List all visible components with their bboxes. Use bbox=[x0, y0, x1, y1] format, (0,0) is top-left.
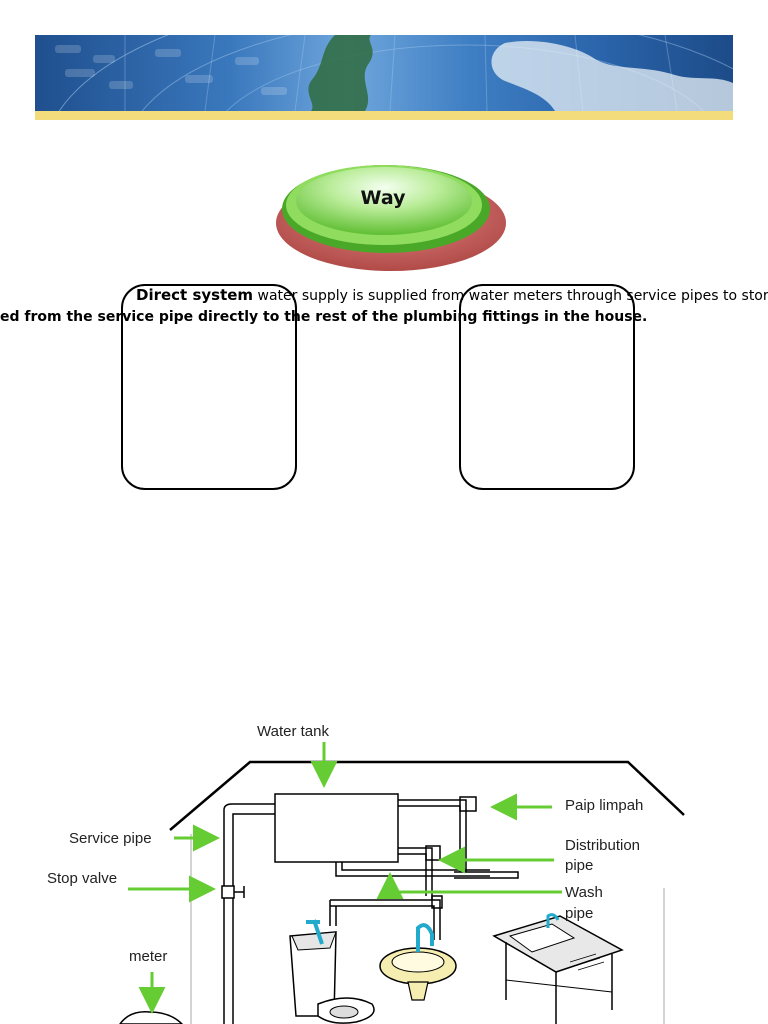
paip-limpah-label: Paip limpah bbox=[565, 797, 643, 814]
plumbing-diagram: Water tank Paip limpah Service pipe Dist… bbox=[47, 723, 685, 1024]
banner-strip bbox=[35, 111, 733, 120]
water-tank bbox=[274, 793, 399, 863]
distribution-label-2: pipe bbox=[565, 857, 593, 874]
wall-basin-icon bbox=[289, 919, 337, 1017]
squat-toilet-icon bbox=[317, 997, 375, 1024]
description-line-2: ed from the service pipe directly to the… bbox=[0, 309, 648, 325]
right-empty-box bbox=[459, 284, 635, 490]
description-line-1: Direct system water supply is supplied f… bbox=[136, 286, 768, 304]
globe-map-icon bbox=[55, 35, 733, 111]
stop-valve-label: Stop valve bbox=[47, 870, 117, 887]
direct-system-keyword: Direct system bbox=[136, 286, 254, 304]
pedestal-basin-icon bbox=[379, 923, 457, 1001]
left-empty-box bbox=[121, 284, 297, 490]
way-button[interactable]: Way bbox=[276, 165, 508, 275]
water-tank-label: Water tank bbox=[257, 723, 329, 740]
meter-icon bbox=[119, 1011, 184, 1024]
roof-outline bbox=[169, 760, 685, 831]
stop-valve-icon bbox=[221, 885, 245, 899]
way-button-shape bbox=[276, 165, 506, 271]
globe-map-banner bbox=[35, 35, 733, 111]
wash-label-1: Wash bbox=[565, 884, 603, 901]
kitchen-sink-icon bbox=[492, 913, 624, 1024]
description-line-1-text: water supply is supplied from water mete… bbox=[253, 288, 768, 304]
meter-label: meter bbox=[129, 948, 167, 965]
way-label: Way bbox=[360, 187, 406, 209]
wash-label-2: pipe bbox=[565, 905, 593, 922]
distribution-label-1: Distribution bbox=[565, 837, 640, 854]
service-pipe-label: Service pipe bbox=[69, 830, 152, 847]
